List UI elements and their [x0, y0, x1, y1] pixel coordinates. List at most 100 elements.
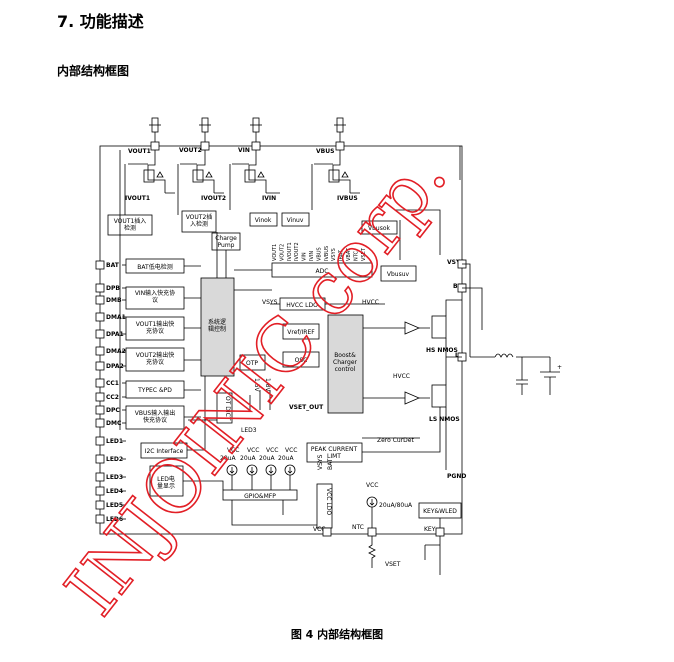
boost-control-block — [327, 314, 364, 414]
key-wled-label: KEY&WLED — [423, 508, 457, 515]
adc-input-label: VSYS — [331, 248, 337, 261]
adc-input-label: VSET — [361, 247, 367, 261]
adc-input-label: IVIN — [309, 251, 315, 261]
left-pin-box — [95, 418, 105, 428]
otp-block — [239, 354, 266, 371]
left-pin-box — [95, 260, 105, 270]
typec-label: TYPEC &PD — [137, 387, 172, 394]
left-pin-label: DPA2 — [106, 363, 124, 370]
vout1-fast-label: VOUT1输出快充协议 — [136, 320, 175, 335]
vref-label: Vref/IREF — [287, 329, 315, 336]
adc-input-label: IVOUT2 — [294, 242, 300, 261]
left-pin-box — [95, 405, 105, 415]
left-pin-label: LED4 — [106, 488, 123, 495]
subsection-heading: 内部结构框图 — [57, 64, 130, 78]
misc-ntc: NTC — [352, 524, 364, 531]
i2c-block — [140, 442, 188, 459]
vbus-fast-block — [125, 405, 185, 430]
left-pin-label: LED1 — [106, 438, 123, 445]
vbusuv-block — [380, 265, 417, 282]
vbusuv-label: Vbusuv — [387, 271, 410, 278]
cs-vcc-label: VCC — [285, 447, 297, 454]
vcc-ldo-label: VCC LDO — [325, 488, 332, 515]
left-pin-label: DPA1 — [106, 331, 124, 338]
left-pin-box — [95, 500, 105, 510]
cs-current-label: 20uA — [278, 455, 294, 462]
adc-input-label: IVBUS — [324, 246, 330, 261]
left-pin-box — [95, 378, 105, 388]
vbusok-block — [361, 220, 398, 235]
misc-vset: VSET — [385, 561, 401, 568]
left-pin-box — [95, 361, 105, 371]
vout2-detect-label: VOUT2插入检测 — [186, 213, 213, 228]
left-pin-box — [95, 472, 105, 482]
misc-vsys: VSYS — [262, 299, 278, 306]
adc-input-label: VIN — [302, 252, 308, 261]
top-pins: VOUT1 VOUT2 VIN VBUS — [128, 117, 346, 155]
left-pin-box — [95, 283, 105, 293]
adc-input-label: VBUS — [316, 247, 322, 261]
vref-block — [282, 323, 320, 340]
left-pin-label: LED3 — [106, 474, 123, 481]
led-display-block — [149, 465, 184, 497]
misc-vsys-small: VSYS — [317, 454, 324, 470]
right-hs-nmos: HS NMOS — [426, 347, 458, 354]
peak-current-block — [306, 442, 363, 463]
left-pin-label: LED5 — [106, 502, 123, 509]
vinok-block — [249, 212, 278, 227]
sense-ivin: IVIN — [262, 195, 276, 202]
adc-input-label: NTC — [353, 250, 359, 261]
vout2-fast-label: VOUT2输出快充协议 — [136, 351, 175, 366]
misc-i2080: 20uA/80uA — [379, 502, 413, 509]
sense-ivout2: IVOUT2 — [201, 195, 226, 202]
misc-led3: LED3 — [241, 427, 257, 434]
adc-input-label: IBAT — [339, 249, 345, 261]
misc-v15: 1.5V — [253, 378, 260, 393]
right-ls-nmos: LS NMOS — [429, 416, 460, 423]
adc-input-label: VOUT2 — [279, 244, 285, 261]
left-pin-label: DPB — [106, 285, 120, 292]
left-pin-label: DMB — [106, 297, 122, 304]
adc-label: ADC — [316, 268, 329, 275]
vout2-fast-block — [125, 347, 185, 372]
left-pin-box — [95, 454, 105, 464]
vinuv-block — [281, 212, 310, 227]
led-display-label: LED电量显示 — [157, 475, 175, 490]
section-heading: 7. 功能描述 — [57, 12, 144, 31]
cs-vcc-label: VCC — [266, 447, 278, 454]
left-pin-label: CC2 — [106, 394, 119, 401]
adc-input-label: VBAT — [346, 247, 352, 261]
sense-ivout1: IVOUT1 — [125, 195, 150, 202]
vout2-detect-block — [181, 210, 217, 233]
vout1-detect-block — [107, 214, 153, 236]
left-pin-box — [95, 392, 105, 402]
gpio-label: GPIO&MFP — [244, 493, 276, 500]
osc-label: OSC — [295, 357, 308, 364]
adc-input-label: VOUT1 — [272, 244, 278, 261]
misc-key: KEY — [424, 526, 436, 533]
misc-bat: BAT — [327, 458, 334, 470]
pin-vout1: VOUT1 — [128, 148, 151, 155]
vinok-label: Vinok — [255, 217, 272, 224]
vbus-fast-label: VBUS输入输出快充协议 — [135, 409, 175, 424]
misc-hvcc: HVCC — [362, 299, 379, 306]
misc-vcc-pin: VCC — [313, 526, 325, 533]
i2c-label: I2C Interface — [145, 448, 184, 455]
ot-dict-block — [216, 392, 233, 424]
left-pin-box — [95, 312, 105, 322]
adc-input-label: IVOUT1 — [287, 242, 293, 261]
right-vsys: VSYS — [447, 259, 465, 266]
pin-vbus: VBUS — [316, 148, 334, 155]
left-pin-label: DMA2 — [106, 348, 126, 355]
left-pin-label: DPC — [106, 407, 120, 414]
chip-outline — [99, 145, 463, 535]
left-pin-box — [95, 295, 105, 305]
left-pin-box — [95, 486, 105, 496]
pin-vout2: VOUT2 — [179, 147, 202, 154]
left-pin-box — [95, 329, 105, 339]
left-pin-box — [95, 436, 105, 446]
gpio-block — [222, 489, 298, 501]
pin-vin: VIN — [238, 147, 250, 154]
